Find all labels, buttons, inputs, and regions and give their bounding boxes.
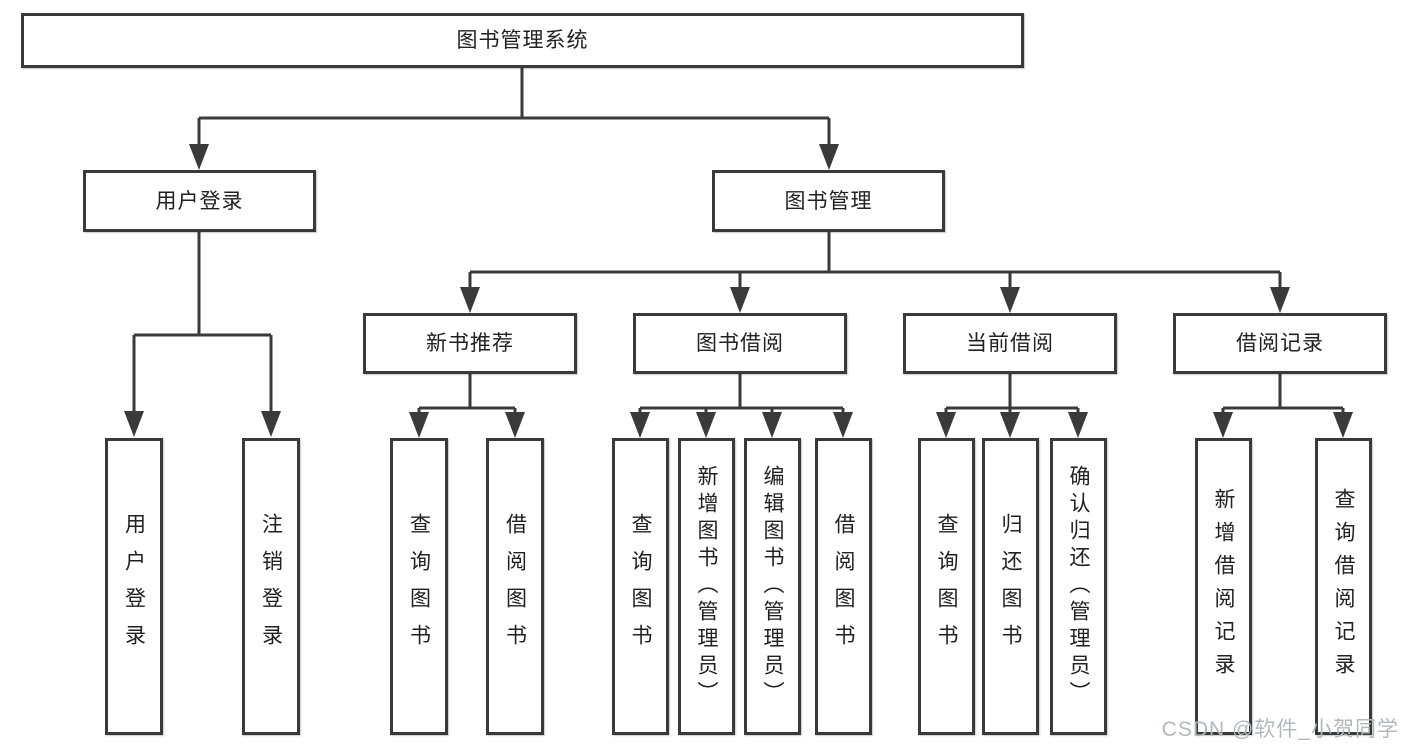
node-borrow-books-action-label: 借阅图书 <box>832 512 855 661</box>
node-query-books-current-label: 查询图书 <box>935 512 958 661</box>
arrow-down-icon <box>261 411 281 437</box>
connector-user-login-to-children <box>124 232 281 437</box>
arrow-down-icon <box>189 144 209 170</box>
arrow-down-icon <box>1000 287 1020 313</box>
node-user-login-label: 用户登录 <box>155 189 244 213</box>
arrow-down-icon <box>1000 412 1020 438</box>
csdn-watermark: CSDN @软件_小贺同学 <box>1161 718 1399 741</box>
node-query-borrow-record-label: 查询借阅记录 <box>1332 487 1355 686</box>
node-add-books-admin: 新增图书（管理员） <box>678 438 735 735</box>
node-login-action-label: 用户登录 <box>122 512 146 661</box>
node-edit-books-admin: 编辑图书（管理员） <box>744 438 801 735</box>
node-new-book-recommend-label: 新书推荐 <box>426 332 514 355</box>
arrow-down-icon <box>1068 412 1088 438</box>
node-login-action: 用户登录 <box>105 438 163 735</box>
arrow-down-icon <box>1270 287 1290 313</box>
arrow-down-icon <box>1213 412 1233 438</box>
node-book-management: 图书管理 <box>712 170 945 232</box>
node-borrowing-records: 借阅记录 <box>1173 313 1387 374</box>
node-query-books-borrowing: 查询图书 <box>612 438 669 735</box>
node-user-login: 用户登录 <box>83 170 316 232</box>
node-new-book-recommend: 新书推荐 <box>363 313 577 374</box>
arrow-down-icon <box>505 412 525 438</box>
node-return-books-label: 归还图书 <box>999 512 1022 661</box>
arrow-down-icon <box>124 411 144 437</box>
node-query-books-recommend: 查询图书 <box>390 438 448 735</box>
connector-current-borrowing-to-children <box>936 374 1088 438</box>
node-query-books-current: 查询图书 <box>918 438 975 735</box>
node-borrow-books-recommend-label: 借阅图书 <box>503 512 527 661</box>
arrow-down-icon <box>460 287 480 313</box>
node-book-borrowing-label: 图书借阅 <box>696 332 784 355</box>
node-logout-action-label: 注销登录 <box>259 512 283 661</box>
connector-book-borrowing-to-children <box>630 374 853 438</box>
arrow-down-icon <box>819 144 839 170</box>
node-borrowing-records-label: 借阅记录 <box>1236 332 1324 355</box>
node-logout-action: 注销登录 <box>242 438 300 735</box>
node-borrow-books-recommend: 借阅图书 <box>486 438 544 735</box>
node-current-borrowing-label: 当前借阅 <box>966 332 1054 355</box>
connector-root-to-level2 <box>189 68 839 170</box>
arrow-down-icon <box>833 412 853 438</box>
arrow-down-icon <box>696 412 716 438</box>
arrow-down-icon <box>630 412 650 438</box>
node-query-books-recommend-label: 查询图书 <box>407 512 431 661</box>
node-query-borrow-record: 查询借阅记录 <box>1315 438 1372 735</box>
node-query-books-borrowing-label: 查询图书 <box>629 512 652 661</box>
arrow-down-icon <box>409 412 429 438</box>
node-add-borrow-record-label: 新增借阅记录 <box>1212 487 1235 686</box>
node-book-management-label: 图书管理 <box>784 189 873 213</box>
node-add-books-admin-label: 新增图书（管理员） <box>695 465 718 708</box>
node-add-borrow-record: 新增借阅记录 <box>1195 438 1252 735</box>
connector-book-management-to-level3 <box>460 232 1290 313</box>
node-confirm-return-admin-label: 确认归还（管理员） <box>1067 465 1090 708</box>
node-edit-books-admin-label: 编辑图书（管理员） <box>761 465 784 708</box>
node-book-borrowing: 图书借阅 <box>633 313 847 374</box>
node-root-system-label: 图书管理系统 <box>456 29 589 52</box>
node-borrow-books-action: 借阅图书 <box>815 438 872 735</box>
connector-borrowing-records-to-children <box>1213 374 1353 438</box>
arrow-down-icon <box>762 412 782 438</box>
arrow-down-icon <box>936 412 956 438</box>
arrow-down-icon <box>1333 412 1353 438</box>
node-confirm-return-admin: 确认归还（管理员） <box>1050 438 1107 735</box>
node-root-system: 图书管理系统 <box>21 13 1024 68</box>
node-return-books: 归还图书 <box>982 438 1039 735</box>
node-current-borrowing: 当前借阅 <box>903 313 1117 374</box>
connector-new-book-recommend-to-children <box>409 374 525 438</box>
arrow-down-icon <box>730 287 750 313</box>
